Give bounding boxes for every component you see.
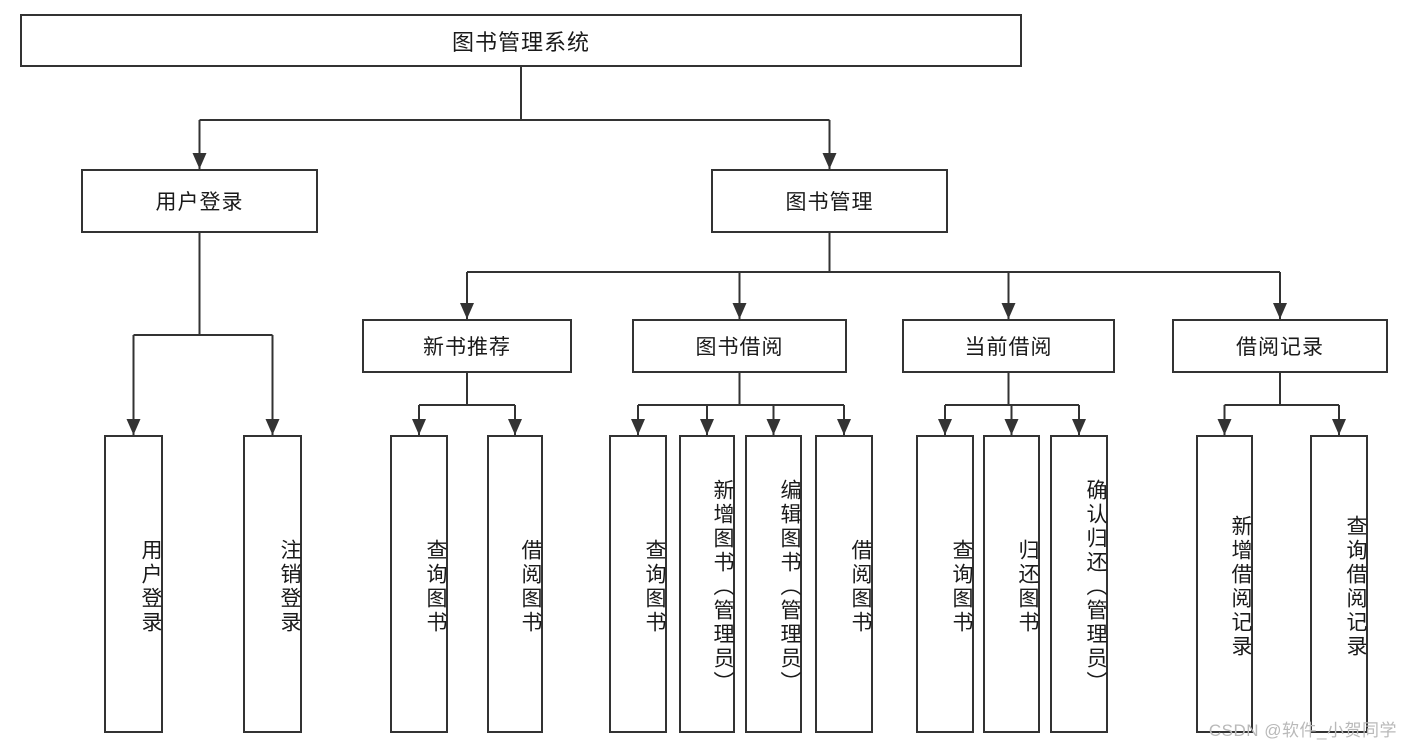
node-leaf-add-book[interactable]: 新增图书（管理员）	[679, 435, 735, 733]
node-label: 查询图书	[424, 539, 447, 635]
node-label: 注销登录	[278, 539, 301, 635]
node-leaf-user-login[interactable]: 用户登录	[104, 435, 163, 733]
node-current-borrow[interactable]: 当前借阅	[902, 319, 1115, 373]
node-leaf-query-book-borrow[interactable]: 查询图书	[609, 435, 667, 733]
node-label: 新书推荐	[423, 336, 511, 359]
node-leaf-return-book[interactable]: 归还图书	[983, 435, 1040, 733]
node-label: 查询图书	[643, 539, 666, 635]
node-leaf-query-record[interactable]: 查询借阅记录	[1310, 435, 1368, 733]
node-leaf-confirm-return[interactable]: 确认归还（管理员）	[1050, 435, 1108, 733]
node-label: 编辑图书（管理员）	[778, 479, 801, 695]
node-book-manage[interactable]: 图书管理	[711, 169, 948, 233]
node-label: 借阅图书	[519, 539, 542, 635]
node-label: 借阅图书	[849, 539, 872, 635]
node-leaf-query-book-rec[interactable]: 查询图书	[390, 435, 448, 733]
node-leaf-borrow-book-rec[interactable]: 借阅图书	[487, 435, 543, 733]
node-label: 新增借阅记录	[1229, 515, 1252, 659]
node-label: 查询图书	[950, 539, 973, 635]
node-label: 新增图书（管理员）	[711, 479, 734, 695]
node-label: 确认归还（管理员）	[1084, 479, 1107, 695]
node-leaf-edit-book[interactable]: 编辑图书（管理员）	[745, 435, 802, 733]
node-leaf-add-record[interactable]: 新增借阅记录	[1196, 435, 1253, 733]
watermark-text: CSDN @软件_小贺同学	[1208, 721, 1397, 740]
node-book-borrow[interactable]: 图书借阅	[632, 319, 847, 373]
node-user-login[interactable]: 用户登录	[81, 169, 318, 233]
node-label: 当前借阅	[964, 336, 1053, 359]
node-label: 归还图书	[1016, 539, 1039, 635]
node-borrow-record[interactable]: 借阅记录	[1172, 319, 1388, 373]
node-leaf-query-book-current[interactable]: 查询图书	[916, 435, 974, 733]
node-root[interactable]: 图书管理系统	[20, 14, 1022, 67]
node-label: 图书管理	[785, 191, 874, 214]
node-leaf-borrow-book[interactable]: 借阅图书	[815, 435, 873, 733]
node-label: 图书管理系统	[451, 29, 590, 55]
node-label: 用户登录	[139, 539, 162, 635]
node-leaf-logout[interactable]: 注销登录	[243, 435, 302, 733]
node-label: 借阅记录	[1236, 336, 1324, 359]
node-label: 用户登录	[155, 191, 244, 214]
node-new-book-rec[interactable]: 新书推荐	[362, 319, 572, 373]
node-label: 图书借阅	[695, 336, 784, 359]
node-label: 查询借阅记录	[1344, 515, 1367, 659]
